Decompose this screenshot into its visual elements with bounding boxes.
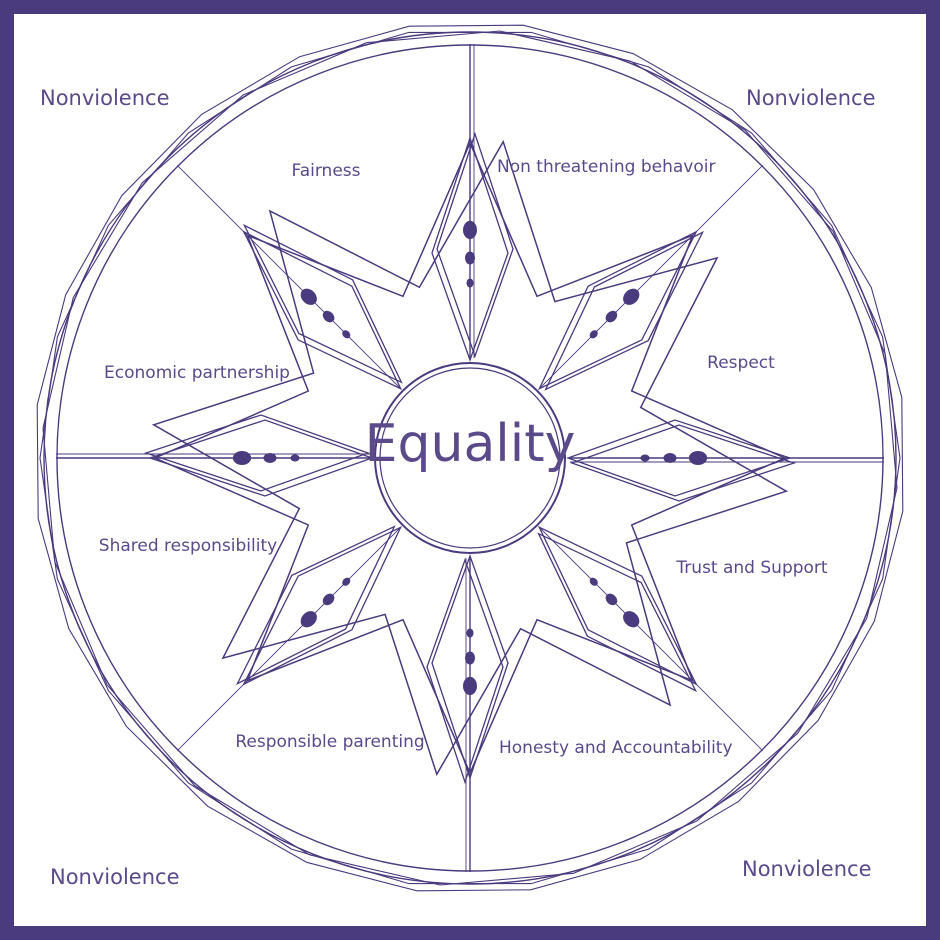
corner-label-bottom-left: Nonviolence [50,865,180,889]
arm-diamond-3-2 [570,424,797,502]
wheel-diamonds [143,131,797,785]
section-label-economic-partnership: Economic partnership [104,363,290,383]
arm-diamond-7-2 [143,414,370,492]
center-label-equality: Equality [364,414,576,474]
arm-dot-1-2 [465,251,475,265]
center-hub [374,362,566,554]
arm-diamond-8-1 [242,230,403,391]
section-label-honesty-and-accountability: Honesty and Accountability [499,738,733,758]
arm-dot-4-2 [605,593,618,606]
center-hub-inner-ring [379,367,561,549]
arm-dot-5-2 [465,651,475,665]
rim-polygon-2 [36,24,904,892]
arm-dot-5-1 [466,628,474,638]
star-outline-2 [151,139,789,777]
arm-dot-7-1 [290,454,300,462]
section-label-fairness: Fairness [291,161,361,181]
section-label-trust-and-support: Trust and Support [676,558,828,578]
arm-dot-7-2 [263,453,277,463]
arm-dot-2-3 [623,288,640,305]
section-label-shared-responsibility: Shared responsibility [98,536,278,556]
arm-diamond-2-1 [537,230,698,391]
arm-dot-4-1 [589,577,598,586]
rim-polygon-3 [42,30,898,886]
arm-diamond-5-2 [426,558,504,785]
arm-dot-3-2 [663,453,677,463]
arm-diamond-6-1 [242,525,403,686]
corner-label-top-right: Nonviolence [746,86,876,110]
star-outline-1 [153,141,787,775]
arm-dot-5-3 [463,676,477,696]
arm-dot-3-3 [688,451,708,465]
arm-diamond-4-1 [537,525,698,686]
corner-label-bottom-right: Nonviolence [742,857,872,881]
section-label-respect: Respect [707,353,775,373]
arm-dot-3-1 [640,454,650,462]
arm-diamond-1-1 [431,135,509,362]
corner-label-top-left: Nonviolence [40,86,170,110]
arm-dot-8-1 [342,330,351,339]
arm-dot-4-3 [623,611,640,628]
arm-dot-6-1 [342,577,351,586]
arm-diamond-3-1 [566,419,793,497]
arm-dot-7-3 [232,451,252,465]
arm-diamond-2-2 [544,230,705,391]
arm-dot-1-1 [466,278,474,288]
arm-dot-8-3 [300,288,317,305]
arm-diamond-1-2 [436,131,514,358]
arm-diamond-7-1 [147,419,374,497]
arm-dot-2-2 [605,310,618,323]
arm-diamond-6-2 [235,525,396,686]
arm-dot-2-1 [589,330,598,339]
arm-dot-6-2 [322,593,335,606]
arm-dot-8-2 [322,310,335,323]
arm-dot-1-3 [463,220,477,240]
arm-diamond-4-2 [537,532,698,693]
arm-diamond-5-1 [431,554,509,781]
arm-dot-6-3 [300,611,317,628]
arm-diamond-8-2 [242,223,403,384]
section-label-responsible-parenting: Responsible parenting [235,732,425,752]
wheel-star [151,139,789,777]
section-label-non-threatening-behavior: Non threatening behavoir [497,157,716,177]
